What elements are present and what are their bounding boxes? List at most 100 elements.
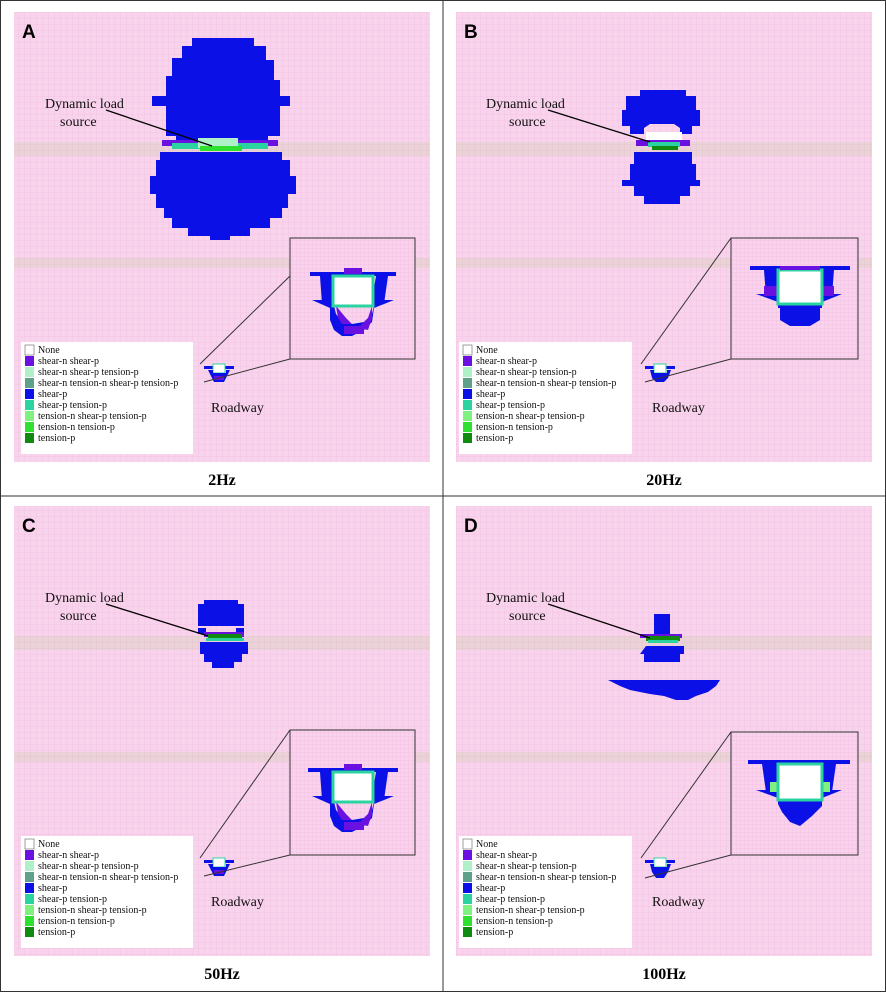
legend-swatch-shear-n-tension-n-shear-p-tension-p: [25, 378, 34, 388]
legend-label-shear-p-tension-p: shear-p tension-p: [38, 400, 107, 411]
legend-label-shear-n-shear-p: shear-n shear-p: [38, 356, 99, 367]
panel-c-letter: C: [22, 516, 36, 537]
panel-a-zoom-inset: [289, 237, 416, 360]
panel-d-lower-failure-zone: [640, 646, 684, 662]
panel-d-legend-label-tension-p: tension-p: [476, 927, 513, 938]
panel-a-stratum-band-2: [14, 258, 430, 268]
panel-d-legend-label-shear-p-tension-p: shear-p tension-p: [476, 894, 545, 905]
panel-a-frequency-label: 2Hz: [208, 472, 236, 489]
panel-c-frequency-label: 50Hz: [204, 966, 240, 983]
legend-swatch-tension-n-tension-p: [25, 422, 34, 432]
panel-a-legend: None shear-n shear-p shear-n shear-p ten…: [21, 342, 193, 454]
legend-swatch-shear-n-shear-p: [25, 356, 34, 366]
panel-d-source-label-line2: source: [509, 609, 546, 624]
panel-b-frequency-label: 20Hz: [646, 472, 682, 489]
panel-b-legend-label-shear-n-tension-n-shear-p-tension-p: shear-n tension-n shear-p tension-p: [476, 378, 616, 389]
panel-b: B Dynamic load source Roadway: [456, 12, 872, 489]
legend-swatch-shear-p-tension-p: [25, 400, 34, 410]
panel-d-legend-label-shear-n-shear-p: shear-n shear-p: [476, 850, 537, 861]
panel-d-stratum-band-2: [456, 752, 872, 762]
panel-c-legend-label-shear-p-tension-p: shear-p tension-p: [38, 894, 107, 905]
panel-b-zoom-line-2: [644, 358, 732, 383]
panel-b-legend-label-shear-p-tension-p: shear-p tension-p: [476, 400, 545, 411]
panel-c-lower-failure-zone: [200, 642, 248, 668]
panel-d-legend-label-shear-p: shear-p: [476, 883, 505, 894]
panel-c-upper-failure-zone: [198, 600, 244, 626]
legend-label-none: None: [38, 345, 60, 356]
legend-label-tension-n-shear-p-tension-p: tension-n shear-p tension-p: [38, 411, 147, 422]
panel-d-roadway: [645, 857, 675, 878]
panel-c-stratum-band-2: [14, 752, 430, 762]
panel-c-legend-label-shear-n-shear-p: shear-n shear-p: [38, 850, 99, 861]
panel-a-source-core: [198, 138, 238, 148]
panel-c-legend-label-shear-n-shear-p-tension-p: shear-n shear-p tension-p: [38, 861, 139, 872]
panel-a: A Dynamic load source Roadway: [14, 12, 430, 489]
panel-c-source-strip: [208, 634, 242, 639]
panel-d-legend-label-shear-n-shear-p-tension-p: shear-n shear-p tension-p: [476, 861, 577, 872]
panel-a-lower-failure-zone: [150, 152, 296, 240]
panel-b-letter: B: [464, 22, 478, 43]
legend-label-tension-n-tension-p: tension-n tension-p: [38, 422, 115, 433]
panel-d: D Dynamic load source Roadway: [456, 506, 872, 983]
legend-swatch-none: [24, 344, 35, 356]
panel-b-legend-label-tension-p: tension-p: [476, 433, 513, 444]
panel-c-legend-label-shear-p: shear-p: [38, 883, 67, 894]
panel-b-legend: None shear-n shear-p shear-n shear-p ten…: [459, 342, 632, 454]
panel-b-source-pointer: [547, 109, 651, 143]
panel-d-roadway-label: Roadway: [652, 895, 705, 910]
panel-c-source-label-line2: source: [60, 609, 97, 624]
panel-b-lower-failure-zone: [622, 152, 700, 204]
panel-a-roadway-label: Roadway: [211, 401, 264, 416]
legend-swatch-shear-n-shear-p-tension-p: [25, 367, 34, 377]
panel-c: C Dynamic load source Roadway: [14, 506, 430, 983]
panel-c-source-tension: [206, 638, 244, 641]
panel-d-legend-label-tension-n-tension-p: tension-n tension-p: [476, 916, 553, 927]
legend-label-tension-p: tension-p: [38, 433, 75, 444]
panel-d-zoom-inset: [730, 731, 859, 856]
panel-d-frequency-label: 100Hz: [642, 966, 686, 983]
panel-b-zoom-line-1: [640, 237, 732, 365]
panel-b-legend-label-shear-p: shear-p: [476, 389, 505, 400]
panel-b-roadway-label: Roadway: [652, 401, 705, 416]
panel-c-source-pointer: [105, 603, 209, 637]
panel-b-upper-failure-zone: [622, 90, 700, 134]
panel-c-zoom-inset: [289, 729, 416, 856]
panel-a-source-label-line1: Dynamic load: [45, 97, 124, 112]
legend-label-shear-n-tension-n-shear-p-tension-p: shear-n tension-n shear-p tension-p: [38, 378, 178, 389]
panel-c-upper-left-tab: [198, 628, 206, 634]
panel-d-legend-label-tension-n-shear-p-tension-p: tension-n shear-p tension-p: [476, 905, 585, 916]
panel-b-legend-label-none: None: [476, 345, 498, 356]
legend-swatch-shear-p: [25, 389, 34, 399]
panel-c-zoom-line-2: [203, 854, 291, 877]
panel-c-legend-label-shear-n-tension-n-shear-p-tension-p: shear-n tension-n shear-p tension-p: [38, 872, 178, 883]
panel-d-legend-label-shear-n-tension-n-shear-p-tension-p: shear-n tension-n shear-p tension-p: [476, 872, 616, 883]
panel-c-legend-label-tension-p: tension-p: [38, 927, 75, 938]
panel-c-zoom-line-1: [199, 729, 291, 859]
legend-swatch-tension-p: [25, 433, 34, 443]
panel-a-source-strip: [200, 146, 242, 151]
panel-b-source-label-line2: source: [509, 115, 546, 130]
legend-swatch-tension-n-shear-p-tension-p: [25, 411, 34, 421]
panel-c-source-label-line1: Dynamic load: [45, 591, 124, 606]
panel-d-legend-label-none: None: [476, 839, 498, 850]
panel-a-letter: A: [22, 22, 36, 43]
panel-d-zoom-line-2: [644, 854, 732, 879]
panel-c-upper-right-tab: [236, 628, 244, 634]
panel-d-legend: None shear-n shear-p shear-n shear-p ten…: [459, 836, 632, 948]
panel-a-upper-failure-zone: [152, 38, 290, 146]
panel-b-zoom-inset: [730, 237, 859, 360]
panel-d-upper-failure-zone: [654, 614, 670, 636]
panel-a-source-pointer: [105, 109, 213, 147]
panel-a-source-label-line2: source: [60, 115, 97, 130]
legend-label-shear-p: shear-p: [38, 389, 67, 400]
panel-b-legend-label-shear-n-shear-p-tension-p: shear-n shear-p tension-p: [476, 367, 577, 378]
panel-c-legend-label-tension-n-tension-p: tension-n tension-p: [38, 916, 115, 927]
panel-b-legend-label-shear-n-shear-p: shear-n shear-p: [476, 356, 537, 367]
panel-a-zoom-line-1: [199, 275, 291, 365]
panel-d-source-strip: [646, 636, 680, 641]
panel-b-stratum-band-2: [456, 258, 872, 268]
legend-label-shear-n-shear-p-tension-p: shear-n shear-p tension-p: [38, 367, 139, 378]
panel-b-source-tension: [648, 142, 680, 147]
